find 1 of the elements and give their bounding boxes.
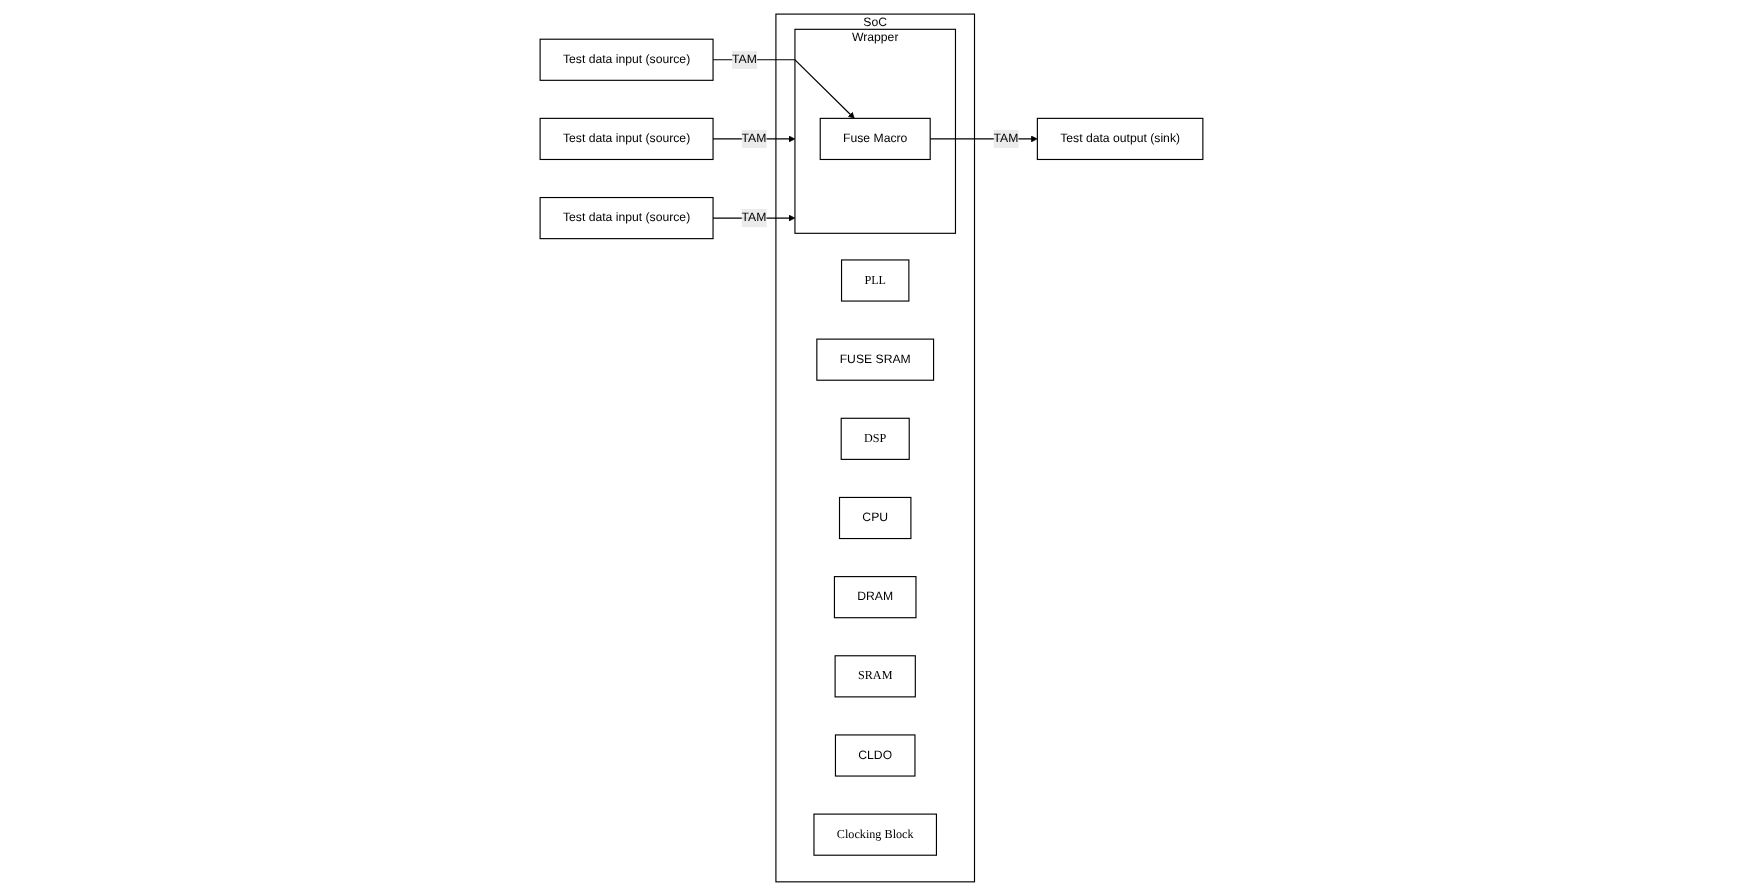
arrow bbox=[712, 58, 856, 118]
